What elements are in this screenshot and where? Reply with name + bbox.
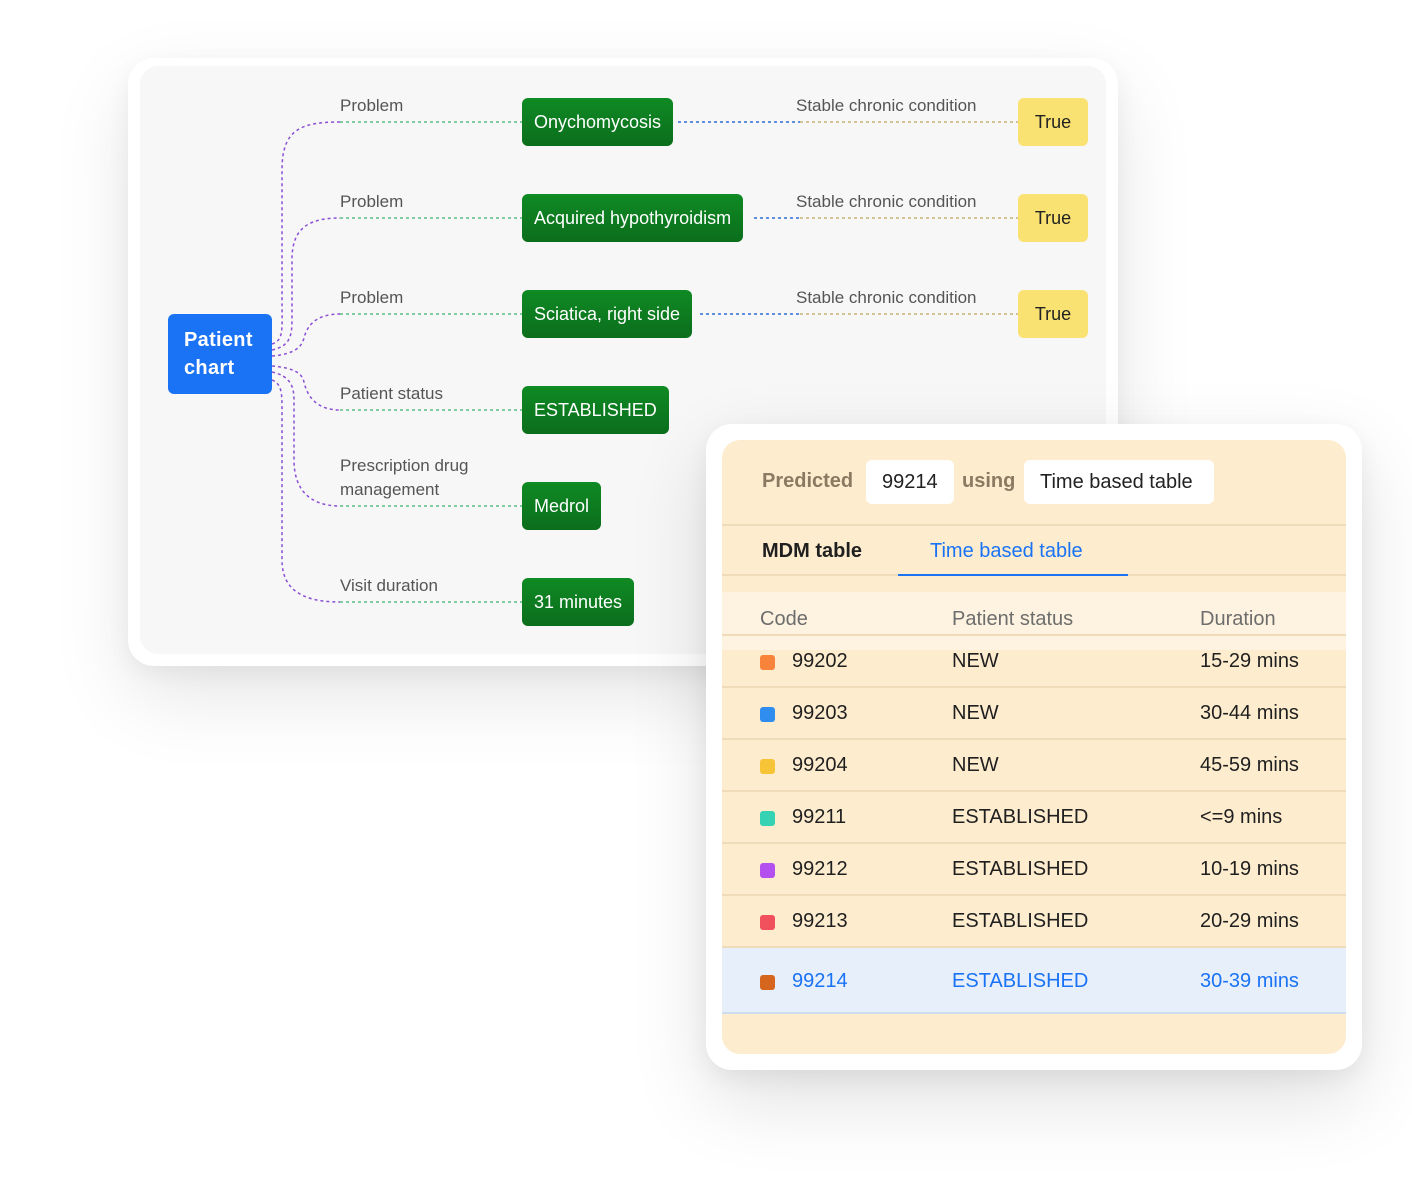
color-swatch <box>760 915 775 930</box>
table-row-selected[interactable]: 99214 ESTABLISHED 30-39 mins <box>722 948 1346 1014</box>
row-divider <box>722 790 1346 792</box>
using-label: using <box>962 470 1016 492</box>
table-type-pill[interactable]: Time based table <box>1024 460 1214 504</box>
row-divider <box>722 686 1346 688</box>
cell-code: 99212 <box>792 858 848 880</box>
tab-mdm-table[interactable]: MDM table <box>762 540 862 562</box>
cell-code: 99211 <box>792 806 847 828</box>
table-row[interactable]: 99203 NEW 30-44 mins <box>722 688 1346 740</box>
cell-duration: 30-44 mins <box>1200 702 1299 724</box>
node-true[interactable]: True <box>1018 194 1088 242</box>
cell-duration: 20-29 mins <box>1200 910 1299 932</box>
table-row[interactable]: 99213 ESTABLISHED 20-29 mins <box>722 896 1346 948</box>
node-true[interactable]: True <box>1018 98 1088 146</box>
node-onychomycosis[interactable]: Onychomycosis <box>522 98 674 146</box>
cell-patient-status: ESTABLISHED <box>952 970 1089 992</box>
node-visit-duration[interactable]: 31 minutes <box>522 578 635 626</box>
cell-patient-status: ESTABLISHED <box>952 910 1089 932</box>
table-header: Code Patient status Duration <box>722 592 1346 650</box>
row-divider <box>722 738 1346 740</box>
cell-duration: <=9 mins <box>1200 806 1283 828</box>
connector-root-status <box>271 365 341 411</box>
connector-root-medication <box>271 371 341 507</box>
node-medrol[interactable]: Medrol <box>522 482 602 530</box>
edge-label-prescription-line2: management <box>340 480 440 499</box>
table-row[interactable]: 99202 NEW 15-29 mins <box>722 636 1346 688</box>
divider <box>722 524 1346 526</box>
node-acquired-hypothyroidism[interactable]: Acquired hypothyroidism <box>522 194 744 242</box>
edge-label-prescription-line1: Prescription drug <box>340 456 469 475</box>
cell-patient-status: NEW <box>952 754 999 776</box>
patient-chart-graph-card <box>128 58 1118 666</box>
cell-code: 99214 <box>792 970 848 992</box>
cell-code: 99204 <box>792 754 848 776</box>
prediction-panel: Predicted 99214 using Time based table M… <box>722 440 1346 1054</box>
color-swatch <box>760 975 775 990</box>
predicted-label: Predicted <box>762 470 854 492</box>
cell-patient-status: NEW <box>952 702 999 724</box>
connector-root-problem-3 <box>271 313 341 357</box>
edge-label-problem: Problem <box>340 192 404 211</box>
cell-duration: 30-39 mins <box>1200 970 1299 992</box>
cell-duration: 45-59 mins <box>1200 754 1299 776</box>
row-divider <box>722 894 1346 896</box>
column-header-duration: Duration <box>1200 608 1276 630</box>
divider <box>722 634 1346 636</box>
edge-label-problem: Problem <box>340 288 404 307</box>
prediction-summary: Predicted 99214 using Time based table <box>722 440 1346 526</box>
cell-patient-status: NEW <box>952 650 999 672</box>
color-swatch <box>760 759 775 774</box>
cell-patient-status: ESTABLISHED <box>952 858 1089 880</box>
cell-code: 99203 <box>792 702 848 724</box>
color-swatch <box>760 863 775 878</box>
edge-label-stable-chronic: Stable chronic condition <box>796 96 977 115</box>
node-sciatica[interactable]: Sciatica, right side <box>522 290 693 338</box>
row-divider <box>722 946 1346 948</box>
connector-root-duration <box>271 379 341 603</box>
row-divider <box>722 1012 1346 1014</box>
cell-duration: 10-19 mins <box>1200 858 1299 880</box>
edge-label-patient-status: Patient status <box>340 384 444 403</box>
table-row[interactable]: 99212 ESTABLISHED 10-19 mins <box>722 844 1346 896</box>
connector-root-problem-1 <box>271 121 341 345</box>
edge-label-visit-duration: Visit duration <box>340 576 438 595</box>
table-row[interactable]: 99204 NEW 45-59 mins <box>722 740 1346 792</box>
active-tab-indicator <box>898 574 1128 576</box>
edge-label-stable-chronic: Stable chronic condition <box>796 192 977 211</box>
cell-duration: 15-29 mins <box>1200 650 1299 672</box>
node-established[interactable]: ESTABLISHED <box>522 386 669 434</box>
color-swatch <box>760 655 775 670</box>
row-divider <box>722 842 1346 844</box>
prediction-table-card: Predicted 99214 using Time based table M… <box>706 424 1362 1070</box>
column-header-code: Code <box>760 608 808 630</box>
color-swatch <box>760 707 775 722</box>
tab-time-based-table[interactable]: Time based table <box>930 540 1083 562</box>
column-header-patient-status: Patient status <box>952 608 1074 630</box>
table-row[interactable]: 99211 ESTABLISHED <=9 mins <box>722 792 1346 844</box>
edge-label-problem: Problem <box>340 96 404 115</box>
edge-label-stable-chronic: Stable chronic condition <box>796 288 977 307</box>
cell-patient-status: ESTABLISHED <box>952 806 1089 828</box>
color-swatch <box>760 811 775 826</box>
predicted-code-pill[interactable]: 99214 <box>866 460 954 504</box>
node-true[interactable]: True <box>1018 290 1088 338</box>
cell-code: 99213 <box>792 910 848 932</box>
cell-code: 99202 <box>792 650 848 672</box>
